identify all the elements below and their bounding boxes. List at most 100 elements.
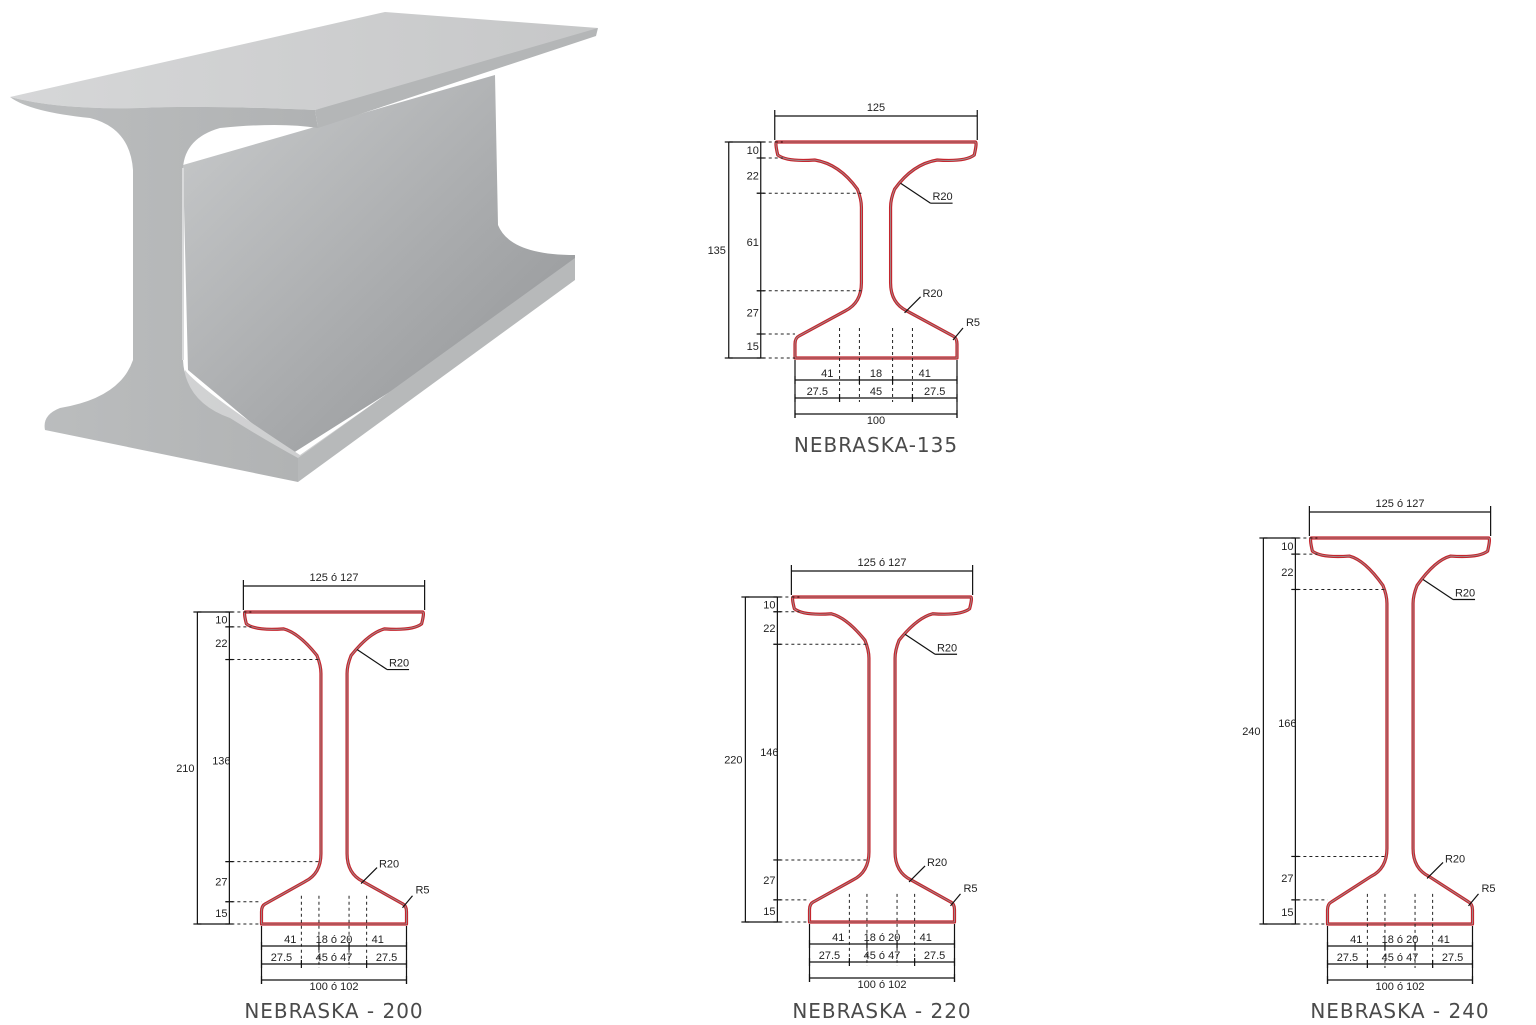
- height-label-1: 10: [763, 599, 775, 611]
- base-row2-label-2: 45 ó 47: [1382, 952, 1419, 964]
- base-total-label: 100 ó 102: [310, 981, 359, 993]
- height-label-5: 15: [747, 341, 759, 353]
- rail-profile-inner: [792, 596, 972, 923]
- height-label-5: 15: [215, 908, 227, 920]
- radius-leader-top: [356, 649, 388, 671]
- radius-label-top: R20: [937, 642, 957, 654]
- radius-label-top: R20: [1455, 587, 1475, 599]
- base-row2-label-1: 27.5: [807, 386, 828, 398]
- height-label-4: 27: [747, 307, 759, 319]
- radius-label-bottom: R20: [379, 859, 399, 871]
- rail-web-face: [183, 75, 575, 455]
- rail-front-face: [10, 97, 318, 482]
- section-caption: NEBRASKA-135: [794, 433, 958, 457]
- radius-leader-corner: [402, 895, 413, 909]
- rail-3d-illustration: [10, 12, 598, 482]
- total-height-label: 220: [724, 755, 742, 767]
- base-row1-label-2: 18: [870, 368, 882, 380]
- radius-label-top: R20: [389, 658, 409, 670]
- rail-profile-inner: [1310, 537, 1490, 925]
- radius-leader-top: [900, 182, 931, 204]
- base-row1-label-1: 41: [284, 934, 296, 946]
- height-label-3: 146: [760, 747, 778, 759]
- base-row1-label-2: 18 ó 20: [864, 932, 901, 944]
- height-label-1: 10: [215, 614, 227, 626]
- rail-profile-outline: [774, 140, 978, 360]
- top-width-label: 125 ó 127: [310, 572, 359, 584]
- base-row2-label-3: 27.5: [924, 386, 945, 398]
- rail-profile-inner: [244, 611, 424, 925]
- section-caption: NEBRASKA - 200: [244, 999, 423, 1023]
- radius-label-top: R20: [932, 191, 952, 203]
- radius-leader-top: [1422, 578, 1454, 600]
- radius-label-corner: R5: [1481, 883, 1495, 895]
- base-total-label: 100: [867, 415, 885, 427]
- base-row1-label-2: 18 ó 20: [316, 934, 353, 946]
- base-row1-label-1: 41: [832, 932, 844, 944]
- height-label-4: 27: [763, 875, 775, 887]
- base-row1-label-3: 41: [920, 932, 932, 944]
- radius-label-bottom: R20: [927, 857, 947, 869]
- radius-label-corner: R5: [963, 883, 977, 895]
- height-label-2: 22: [1281, 567, 1293, 579]
- radius-leader-bottom: [1426, 862, 1444, 879]
- radius-label-bottom: R20: [1445, 853, 1465, 865]
- radius-leader-corner: [1468, 893, 1479, 907]
- height-label-4: 27: [1281, 873, 1293, 885]
- height-label-1: 10: [747, 145, 759, 157]
- height-label-2: 22: [747, 171, 759, 183]
- base-row2-label-2: 45 ó 47: [316, 952, 353, 964]
- height-label-5: 15: [763, 906, 775, 918]
- height-label-2: 22: [763, 623, 775, 635]
- top-width-label: 125 ó 127: [858, 557, 907, 569]
- radius-label-corner: R5: [415, 885, 429, 897]
- total-height-label: 240: [1242, 726, 1260, 738]
- rail-base-edge: [298, 258, 575, 482]
- base-total-label: 100 ó 102: [858, 979, 907, 991]
- base-row2-label-3: 27.5: [924, 950, 945, 962]
- radius-leader-corner: [952, 327, 964, 341]
- height-label-3: 136: [212, 756, 230, 768]
- section-caption: NEBRASKA - 220: [792, 999, 971, 1023]
- base-row1-label-3: 41: [372, 934, 384, 946]
- base-row2-label-3: 27.5: [376, 952, 397, 964]
- height-label-3: 61: [747, 237, 759, 249]
- base-row2-label-1: 27.5: [819, 950, 840, 962]
- base-row1-label-3: 41: [1438, 934, 1450, 946]
- base-row2-label-2: 45: [870, 386, 882, 398]
- height-label-3: 166: [1278, 718, 1296, 730]
- rail-profile-inner: [775, 141, 977, 359]
- radius-label-corner: R5: [966, 317, 980, 329]
- top-width-label: 125: [867, 102, 885, 114]
- base-row1-label-3: 41: [919, 368, 931, 380]
- base-row2-label-1: 27.5: [1337, 952, 1358, 964]
- height-label-2: 22: [215, 638, 227, 650]
- height-label-5: 15: [1281, 907, 1293, 919]
- base-row2-label-3: 27.5: [1442, 952, 1463, 964]
- total-height-label: 210: [176, 763, 194, 775]
- section-caption: NEBRASKA - 240: [1310, 999, 1489, 1023]
- rail-head-edge: [315, 28, 598, 128]
- radius-label-bottom: R20: [922, 288, 942, 300]
- radius-leader-corner: [950, 893, 961, 907]
- radius-leader-bottom: [360, 867, 378, 885]
- top-width-label: 125 ó 127: [1376, 498, 1425, 510]
- height-label-4: 27: [215, 877, 227, 889]
- base-row2-label-1: 27.5: [271, 952, 292, 964]
- base-row2-label-2: 45 ó 47: [864, 950, 901, 962]
- base-row1-label-1: 41: [821, 368, 833, 380]
- height-label-1: 10: [1281, 541, 1293, 553]
- radius-leader-bottom: [904, 296, 922, 314]
- base-row1-label-1: 41: [1350, 934, 1362, 946]
- base-row1-label-2: 18 ó 20: [1382, 934, 1419, 946]
- total-height-label: 135: [708, 245, 726, 257]
- rail-head-top: [10, 12, 598, 110]
- radius-leader-top: [904, 633, 936, 655]
- base-total-label: 100 ó 102: [1376, 981, 1425, 993]
- radius-leader-bottom: [908, 865, 926, 883]
